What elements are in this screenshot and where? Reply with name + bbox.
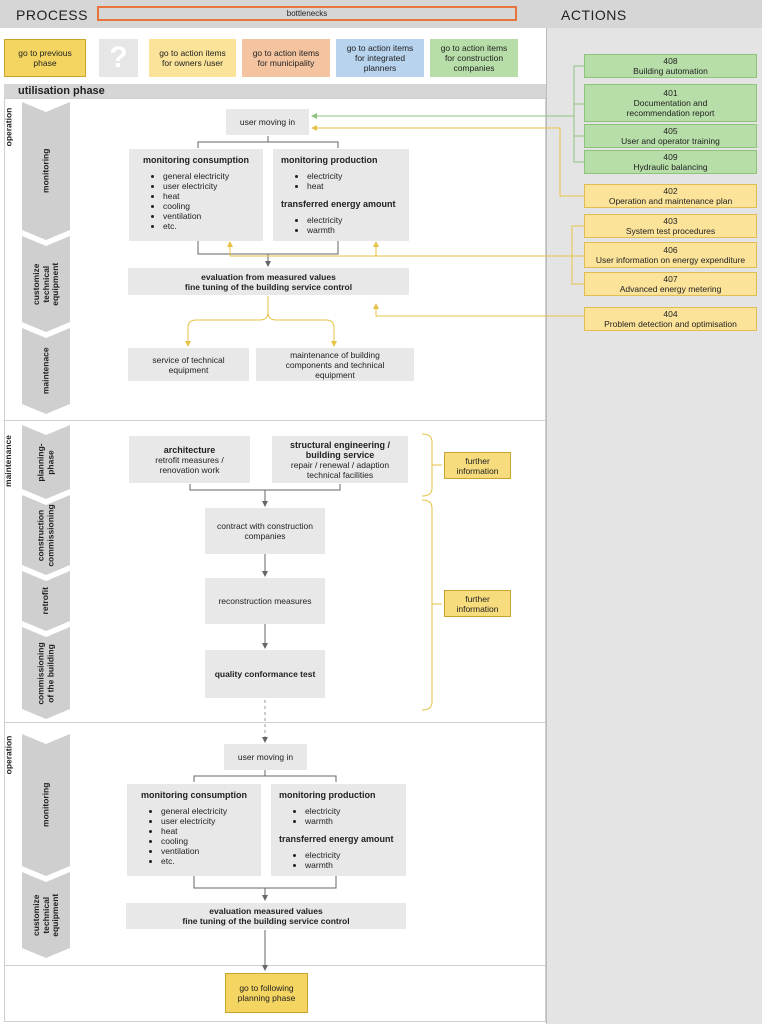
production-list: electricity heat	[281, 171, 401, 191]
list-item: heat	[161, 826, 253, 836]
list-item: user electricity	[163, 181, 255, 191]
list-item: heat	[163, 191, 255, 201]
section-footer	[4, 966, 546, 1022]
chevron-maintenace: maintenace	[22, 328, 70, 414]
action-item-409[interactable]: 409 Hydraulic balancing	[584, 150, 757, 174]
action-items-planners-button[interactable]: go to action items for integrated planne…	[336, 39, 424, 77]
list-item: cooling	[161, 836, 253, 846]
user-moving-in-box-2: user moving in	[224, 744, 307, 770]
monitoring-production-title: monitoring production	[281, 155, 378, 165]
action-item-407[interactable]: 407 Advanced energy metering	[584, 272, 757, 296]
further-information-button-1[interactable]: further information	[444, 452, 511, 479]
help-icon[interactable]: ?	[99, 39, 138, 77]
monitoring-production-card: monitoring production electricity heat t…	[273, 149, 409, 241]
list-item: warmth	[305, 860, 398, 870]
section-operation-2	[4, 723, 546, 966]
actions-header-bar	[546, 0, 762, 28]
monitoring-consumption-card-2: monitoring consumption general electrici…	[127, 784, 261, 876]
reconstruction-box: reconstruction measures	[205, 578, 325, 624]
chevron-monitoring-2: monitoring	[22, 734, 70, 876]
bottlenecks-box[interactable]: bottlenecks	[97, 6, 517, 21]
action-item-402[interactable]: 402 Operation and maintenance plan	[584, 184, 757, 208]
phase-title: utilisation phase	[18, 85, 105, 97]
list-item: ventilation	[163, 211, 255, 221]
list-item: electricity	[305, 850, 398, 860]
section-label-operation-2: operation	[3, 735, 14, 775]
phase-title-bar: utilisation phase	[4, 84, 546, 98]
monitoring-production-title: monitoring production	[279, 790, 376, 800]
structural-title: structural engineering / building servic…	[289, 439, 391, 460]
consumption-list: general electricity user electricity hea…	[137, 171, 255, 231]
process-title: PROCESS	[16, 7, 88, 23]
go-to-previous-phase-button[interactable]: go to previous phase	[4, 39, 86, 77]
bottlenecks-label: bottlenecks	[286, 9, 328, 18]
production-list: electricity warmth	[279, 806, 398, 826]
transferred-list: electricity warmth	[281, 215, 401, 235]
go-to-following-phase-button[interactable]: go to following planning phase	[225, 973, 308, 1013]
list-item: electricity	[305, 806, 398, 816]
transferred-energy-title: transferred energy amount	[279, 834, 394, 844]
chevron-construction: construction commissioning	[22, 495, 70, 575]
chevron-commissioning: commissioning of the building	[22, 627, 70, 719]
list-item: etc.	[163, 221, 255, 231]
list-item: general electricity	[161, 806, 253, 816]
action-item-401[interactable]: 401 Documentation and recommendation rep…	[584, 84, 757, 122]
action-items-municipality-button[interactable]: go to action items for municipality	[242, 39, 330, 77]
section-maintenance	[4, 421, 546, 723]
structural-engineering-box: structural engineering / building servic…	[272, 436, 408, 483]
transferred-energy-title: transferred energy amount	[281, 199, 396, 209]
list-item: electricity	[307, 215, 401, 225]
section-label-operation: operation	[3, 107, 14, 147]
action-items-owners-button[interactable]: go to action items for owners /user	[149, 39, 236, 77]
monitoring-consumption-card: monitoring consumption general electrici…	[129, 149, 263, 241]
action-items-construction-button[interactable]: go to action items for construction comp…	[430, 39, 518, 77]
list-item: warmth	[307, 225, 401, 235]
structural-text: repair / renewal / adaption technical fa…	[290, 459, 390, 480]
monitoring-production-card-2: monitoring production electricity warmth…	[271, 784, 406, 876]
transferred-list: electricity warmth	[279, 850, 398, 870]
monitoring-consumption-title: monitoring consumption	[143, 155, 249, 165]
chevron-retrofit: retrofit	[22, 571, 70, 631]
list-item: electricity	[307, 171, 401, 181]
list-item: cooling	[163, 201, 255, 211]
actions-title: ACTIONS	[561, 7, 627, 23]
action-item-403[interactable]: 403 System test procedures	[584, 214, 757, 238]
chevron-customize-2: customize technical equipment	[22, 872, 70, 958]
maintenance-components-box: maintenance of building components and t…	[256, 348, 414, 381]
quality-test-box: quality conformance test	[205, 650, 325, 698]
list-item: user electricity	[161, 816, 253, 826]
section-operation	[4, 98, 546, 421]
list-item: general electricity	[163, 171, 255, 181]
section-label-maintenance: maintenance	[3, 435, 13, 487]
chevron-monitoring: monitoring	[22, 102, 70, 240]
chevron-customize: customize technical equipment	[22, 236, 70, 332]
evaluation-box-2: evaluation measured values fine tuning o…	[126, 903, 406, 929]
consumption-list: general electricity user electricity hea…	[135, 806, 253, 866]
list-item: ventilation	[161, 846, 253, 856]
further-information-button-2[interactable]: further information	[444, 590, 511, 617]
evaluation-box: evaluation from measured values fine tun…	[128, 268, 409, 295]
list-item: warmth	[305, 816, 398, 826]
action-item-404[interactable]: 404 Problem detection and optimisation	[584, 307, 757, 331]
action-item-408[interactable]: 408 Building automation	[584, 54, 757, 78]
list-item: etc.	[161, 856, 253, 866]
architecture-box: architecture retrofit measures / renovat…	[129, 436, 250, 483]
action-item-405[interactable]: 405 User and operator training	[584, 124, 757, 148]
list-item: heat	[307, 181, 401, 191]
architecture-text: retrofit measures / renovation work	[155, 454, 224, 475]
monitoring-consumption-title: monitoring consumption	[141, 790, 247, 800]
service-equipment-box: service of technical equipment	[128, 348, 249, 381]
action-item-406[interactable]: 406 User information on energy expenditu…	[584, 242, 757, 268]
contract-box: contract with construction companies	[205, 508, 325, 554]
architecture-title: architecture	[163, 444, 216, 455]
chevron-planning: planning- phase	[22, 425, 70, 499]
user-moving-in-box: user moving in	[226, 109, 309, 135]
